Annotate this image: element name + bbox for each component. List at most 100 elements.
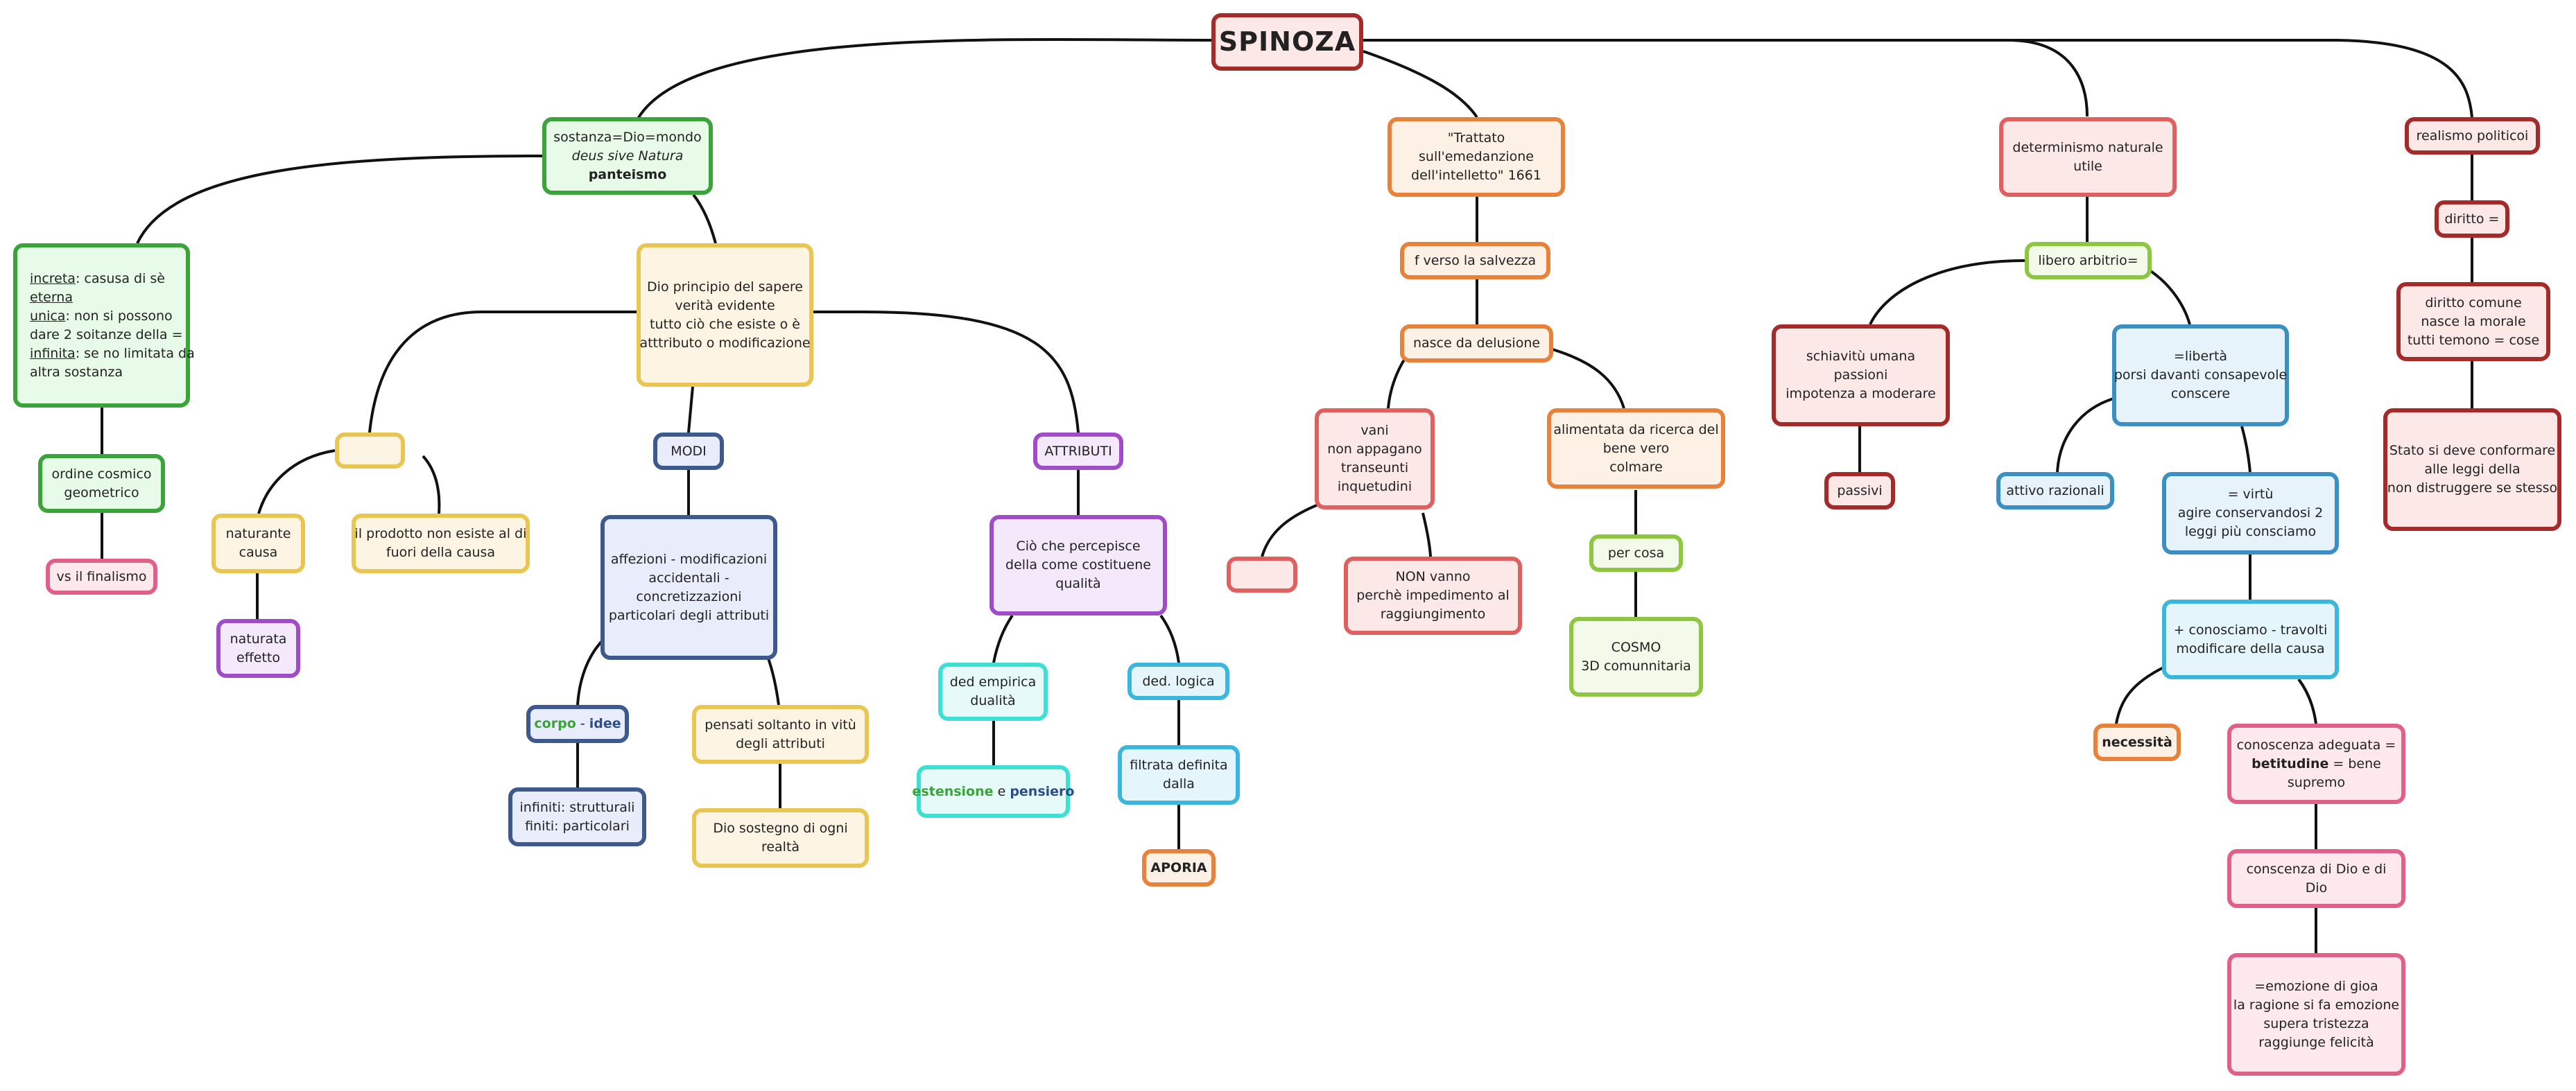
sostanza-line3: panteismo <box>588 166 667 182</box>
node-naturante: naturante causa <box>211 514 305 573</box>
edge-dio-box <box>368 311 637 433</box>
pensati-line1: pensati soltanto in vitù <box>704 717 856 733</box>
filtrata-line2: dalla <box>1163 776 1195 792</box>
edge-affezioni-corpo <box>576 640 603 706</box>
conscenzadio-line2: Dio <box>2305 880 2328 896</box>
virtu-line1: = virtù <box>2227 487 2274 502</box>
emozione-line2: la ragione si fa emozione <box>2233 997 2400 1013</box>
prodotto-line1: il prodotto non esiste al di <box>354 526 527 541</box>
node-trattato: "Trattato sull'emedanzione dell'intellet… <box>1388 117 1565 197</box>
vani-line3: transeunti <box>1340 460 1409 475</box>
dio-line2: verità evidente <box>675 297 775 313</box>
node-corpo-idee: corpo - idee <box>526 705 629 743</box>
comune-line1: diritto comune <box>2425 295 2522 311</box>
node-salvezza: f verso la salvezza <box>1400 242 1550 279</box>
node-small-box <box>1227 557 1297 593</box>
idee-term: idee <box>589 716 621 731</box>
sostanza-line1: sostanza=Dio=mondo <box>553 129 702 145</box>
node-cosmo: COSMO 3D comunnitaria <box>1569 617 1703 697</box>
determinismo-line1: determinismo naturale <box>2012 139 2163 155</box>
attivo-line1: attivo razionali <box>2006 482 2104 498</box>
vani-line4: inquetudini <box>1337 479 1412 494</box>
conosciamo-line2: modificare della causa <box>2176 640 2325 656</box>
trattato-line3: dell'intelletto" 1661 <box>1411 168 1541 183</box>
infiniti-line1: infiniti: strutturali <box>519 799 635 815</box>
conoscenza-line1: conoscenza adeguata = <box>2236 737 2396 753</box>
node-passivi: passivi <box>1824 472 1895 509</box>
edge-delusione-alimentata <box>1542 345 1625 409</box>
edge-conosciamo-conoscenza <box>2297 678 2317 724</box>
node-diritto-comune: diritto comune nasce la morale tutti tem… <box>2396 282 2550 361</box>
edge-libero-schiavitu <box>1869 259 2025 325</box>
node-affezioni: affezioni - modificazioni accidentali - … <box>600 515 777 660</box>
edge-spinoza-realismo <box>1363 39 2473 118</box>
edge-dio-attributi <box>811 311 1080 433</box>
necessita-label: necessità <box>2102 734 2172 750</box>
infinita-term: infinita <box>30 345 76 361</box>
naturante-line2: causa <box>239 545 278 560</box>
edge-spinoza-trattato <box>1363 50 1478 119</box>
corpo-sep: - <box>576 716 589 731</box>
naturata-line2: effetto <box>236 649 280 665</box>
node-stato: Stato si deve conformare alle leggi dell… <box>2383 408 2561 531</box>
conosciamo-line1: + conosciamo - travolti <box>2173 622 2328 638</box>
edge-liberta-virtu <box>2240 426 2251 473</box>
emozione-line3: supera tristezza <box>2263 1015 2369 1031</box>
edge-dio-modi <box>687 386 694 433</box>
comune-line2: nasce la morale <box>2421 313 2526 329</box>
vani-line2: non appagano <box>1327 442 1422 457</box>
dio-line4: atttributo o modificazione <box>639 335 811 351</box>
node-naturata: naturata effetto <box>216 619 300 678</box>
node-prodotto: il prodotto non esiste al di fuori della… <box>352 514 530 573</box>
node-libero: libero arbitrio= <box>2025 242 2152 279</box>
virtu-line3: leggi più consciamo <box>2184 524 2317 539</box>
increta-text: : casusa di sè <box>75 270 165 286</box>
trattato-line1: "Trattato <box>1447 130 1505 146</box>
node-alimentata: alimentata da ricerca del bene vero colm… <box>1547 408 1725 489</box>
ordine-line1: ordine cosmico <box>51 466 152 482</box>
node-diritto: diritto = <box>2435 200 2509 238</box>
affezioni-line4: particolari degli attributi <box>608 607 770 623</box>
node-determinismo: determinismo naturale utile <box>1999 117 2177 197</box>
nonvanno-line3: raggiungimento <box>1380 606 1486 622</box>
liberta-line3: conscere <box>2170 386 2231 401</box>
conoscenza-line3: supremo <box>2287 774 2346 790</box>
edge-cio-dedlog <box>1159 614 1180 663</box>
dedlog-line1: ded. logica <box>1142 673 1215 689</box>
node-conscenza-dio: conscenza di Dio e di Dio <box>2227 849 2405 908</box>
node-empty-box <box>335 433 405 469</box>
comune-line3: tutti temono = cose <box>2407 332 2540 348</box>
affezioni-line1: affezioni - modificazioni <box>610 551 768 567</box>
pensati-line2: degli attributi <box>736 735 825 751</box>
filtrata-line1: filtrata definita <box>1130 758 1228 773</box>
dio-line1: Dio principio del sapere <box>647 279 803 295</box>
node-necessita: necessità <box>2093 724 2181 761</box>
node-per-cosa: per cosa <box>1589 534 1683 572</box>
corpo-term: corpo <box>534 716 576 731</box>
cosmo-line1: COSMO <box>1611 639 1661 655</box>
node-dio-principio: Dio principio del sapere verità evidente… <box>637 243 813 387</box>
unica-term: unica <box>30 308 66 324</box>
node-dio-sostegno: Dio sostegno di ogni realtà <box>692 808 869 868</box>
node-increta: increta: casusa di sè eterna unica: non … <box>13 243 195 408</box>
edge-affezioni-pensati <box>767 658 780 706</box>
eterna-term: eterna <box>30 289 73 305</box>
edge-spinoza-sostanza <box>637 37 1212 120</box>
passivi-line1: passivi <box>1837 482 1883 498</box>
percosa-line1: per cosa <box>1607 545 1665 561</box>
alimentata-line1: alimentata da ricerca del <box>1553 421 1719 437</box>
node-ded-logica: ded. logica <box>1127 663 1229 700</box>
aporia-label: APORIA <box>1150 859 1207 875</box>
node-conoscenza: conoscenza adeguata = betitudine = bene … <box>2227 724 2405 804</box>
node-attributi: ATTRIBUTI <box>1033 433 1123 470</box>
node-attivo: attivo razionali <box>1996 472 2114 509</box>
diritto-line1: diritto = <box>2444 211 2500 227</box>
attributi-label: ATTRIBUTI <box>1044 443 1112 459</box>
dio-line3: tutto ciò che esiste o è <box>650 316 800 332</box>
cosmo-line3: 3D comunnitaria <box>1581 658 1691 674</box>
liberta-line1: =libertà <box>2173 349 2228 364</box>
stato-line1: Stato si deve conformare <box>2389 443 2556 458</box>
node-modi: MODI <box>653 433 724 470</box>
node-sostanza: sostanza=Dio=mondo deus sive Natura pant… <box>542 117 713 195</box>
